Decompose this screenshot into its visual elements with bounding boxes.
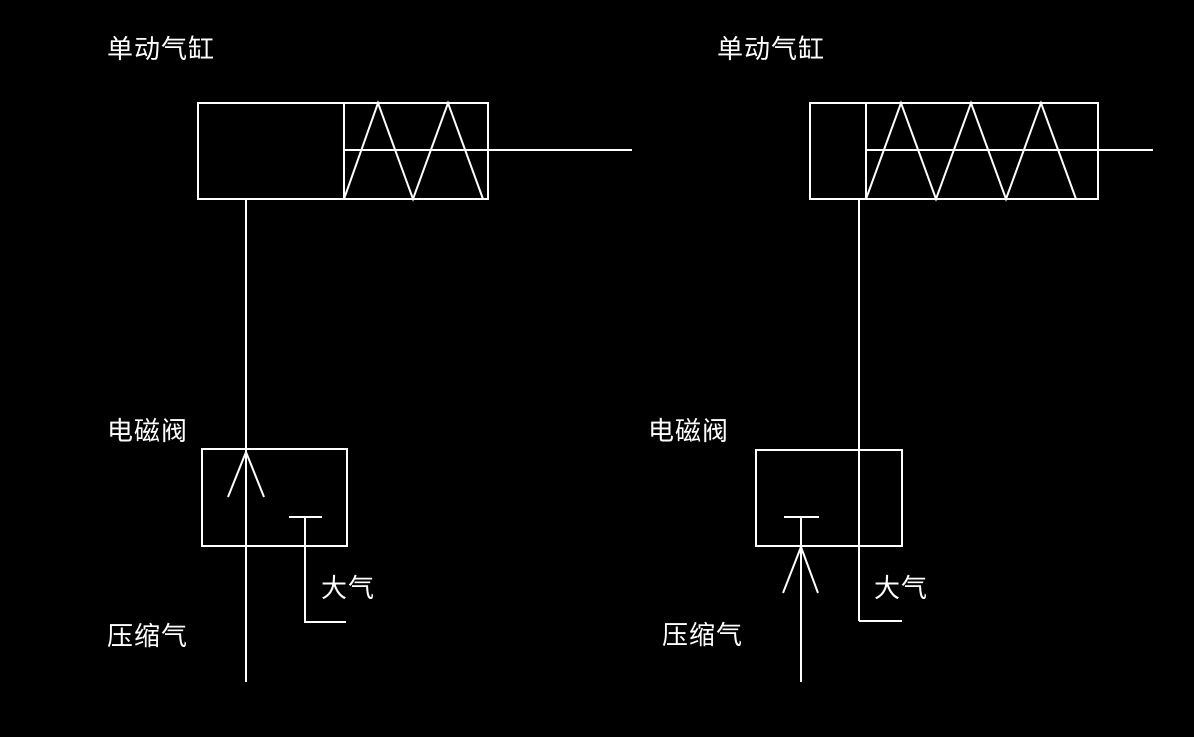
left-return-spring (343, 100, 484, 202)
right-valve-blocked-supply-port (784, 516, 819, 546)
right-exhaust-pipe (858, 199, 902, 622)
right-atmosphere-label: 大气 (874, 574, 928, 604)
right-valve-label: 电磁阀 (648, 417, 729, 447)
left-atmosphere-label: 大气 (321, 574, 375, 604)
left-valve-blocked-exhaust-port (289, 516, 346, 623)
right-compressed-air-label: 压缩气 (662, 621, 743, 651)
left-circuit: 单动气缸 电磁阀 大气 压缩气 (107, 35, 632, 682)
left-cylinder-label: 单动气缸 (107, 35, 215, 65)
left-valve-flow-arrow (227, 451, 265, 498)
right-valve-body (755, 449, 903, 547)
left-compressed-air-label: 压缩气 (107, 622, 188, 652)
right-cylinder-label: 单动气缸 (717, 35, 825, 65)
left-valve-label: 电磁阀 (107, 417, 188, 447)
right-supply-pipe-flow-arrow (782, 546, 819, 682)
right-return-spring (865, 100, 1077, 202)
left-valve-body (201, 448, 348, 547)
right-circuit: 单动气缸 电磁阀 大气 压缩气 (648, 35, 1153, 682)
